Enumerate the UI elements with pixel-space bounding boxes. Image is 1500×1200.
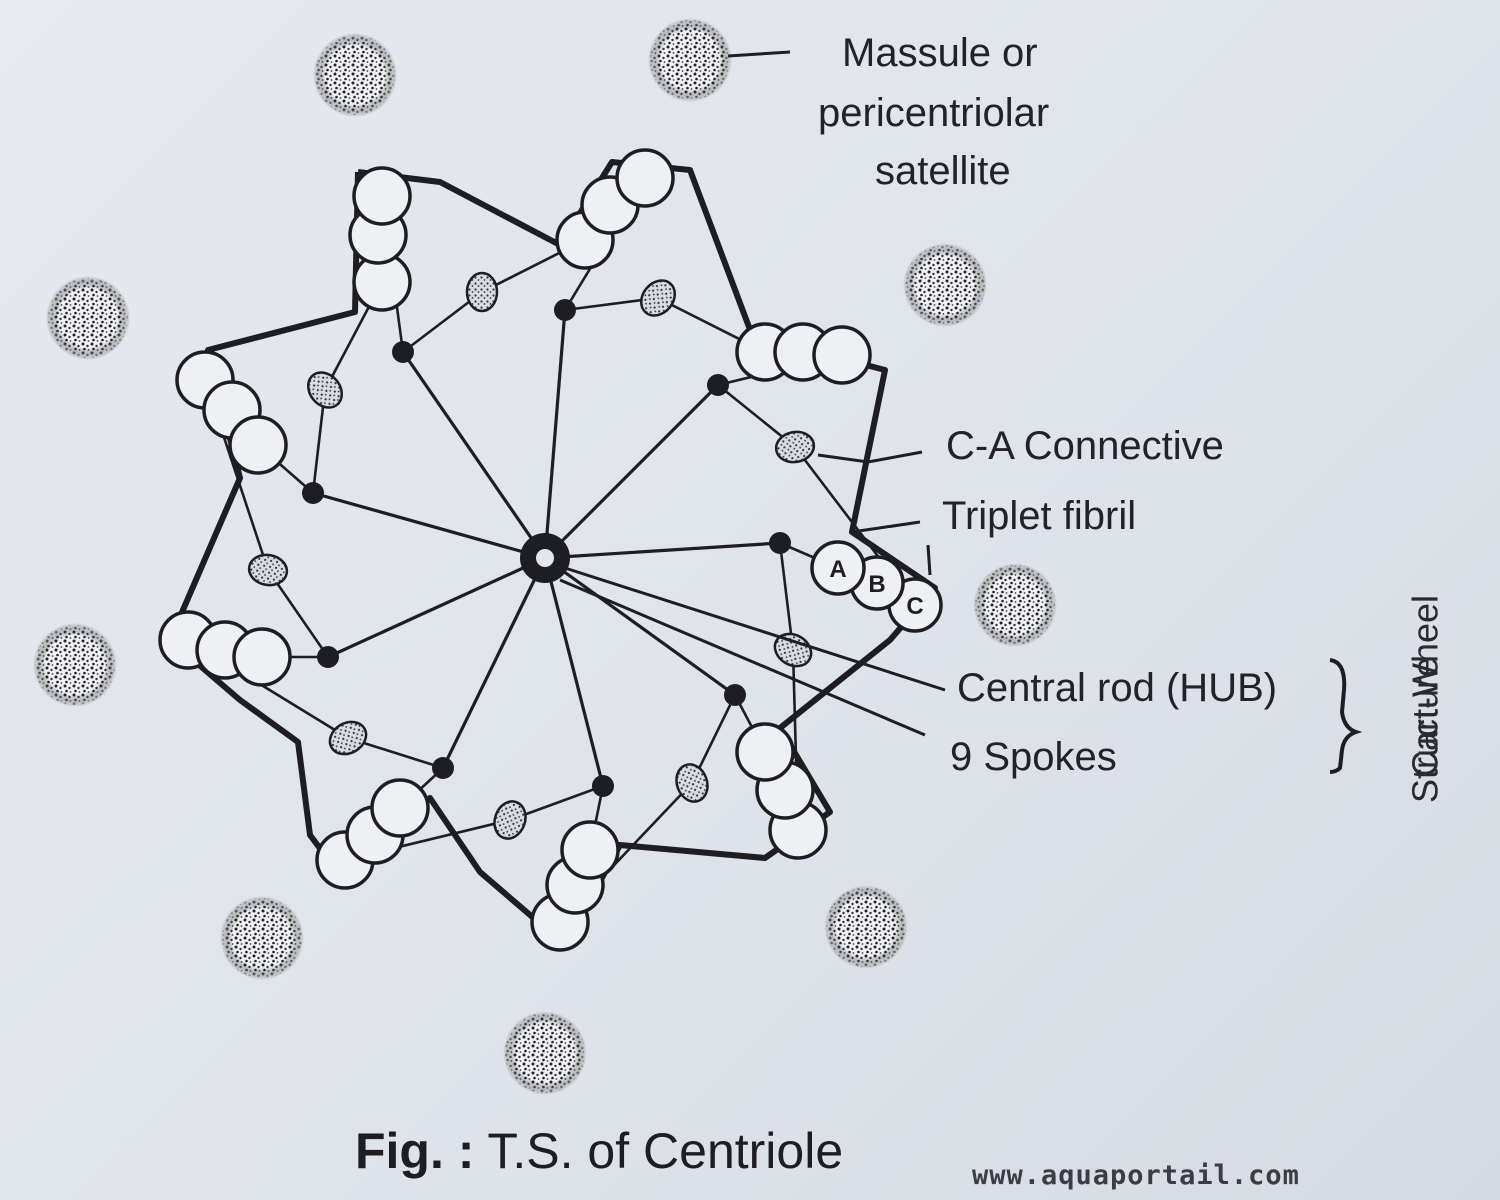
satellite-edge-2: [648, 18, 732, 102]
central-hub-hole: [536, 549, 554, 567]
leader-line-4: [926, 544, 932, 576]
spoke-7: [441, 557, 547, 769]
satellite-edge-3: [903, 243, 987, 327]
massule-label-line1: Massule or: [842, 31, 1038, 75]
triplet-9: [175, 350, 288, 475]
spoke-1: [401, 351, 547, 559]
satellite-edge-8: [824, 885, 908, 969]
triplet-1: [348, 166, 412, 312]
tubule-A: [232, 627, 292, 687]
tubule-A: [370, 778, 430, 838]
spoke-5: [544, 556, 736, 697]
triplet-fibril-label: Triplet fibril: [942, 494, 1137, 538]
massule-label-line3: satellite: [875, 149, 1011, 193]
tubule-A: [812, 325, 872, 385]
ca-line-4: [778, 542, 795, 651]
tubule-A: [735, 722, 795, 782]
triplet-2: [555, 148, 675, 270]
satellite-edge-7: [220, 896, 304, 980]
triplet-6: [530, 820, 620, 952]
ca-connective-8: [247, 553, 289, 587]
tubule-A: [228, 415, 288, 475]
leader-line-6: [559, 578, 926, 737]
triplet-3: [735, 322, 872, 385]
tubule-letter-B: B: [868, 571, 885, 598]
ca-connective-6: [493, 800, 527, 840]
spoke-6: [543, 557, 605, 787]
spoke-4: [544, 541, 781, 560]
tubule-letter-C: C: [906, 593, 923, 620]
leader-line-2: [817, 450, 923, 464]
spoke-2: [543, 309, 567, 559]
massule-label-line2: pericentriolar: [818, 91, 1050, 135]
ca-connective-2: [639, 279, 677, 317]
triplet-7: [315, 778, 430, 890]
tubule-letter-A: A: [829, 556, 846, 583]
caption-text: T.S. of Centriole: [474, 1123, 844, 1179]
cart-wheel-label: Cart-Wheel Structure: [1378, 585, 1470, 820]
satellite-edge-6: [973, 563, 1057, 647]
ca-connective-7: [328, 720, 368, 756]
ca-connective-3: [774, 430, 816, 464]
leader-line-1: [727, 50, 791, 58]
leader-line-5: [564, 566, 946, 692]
ca-connective-4: [773, 632, 813, 668]
spoke-9: [312, 491, 546, 560]
spokes-label: 9 Spokes: [950, 735, 1117, 779]
ca-connective-5: [675, 763, 709, 803]
spoke-8: [327, 556, 546, 659]
satellite-edge-5: [33, 623, 117, 707]
ca-connective-label: C-A Connective: [946, 424, 1224, 468]
tubule-A: [560, 820, 620, 880]
leader-line-3: [851, 520, 921, 534]
triplet-4: ABC: [810, 540, 943, 633]
triplet-5: [735, 722, 828, 860]
figure-caption: Fig. : T.S. of Centriole: [355, 1122, 843, 1180]
cart-wheel-brace: [1329, 658, 1363, 774]
tubule-A: [810, 540, 866, 596]
central-rod-label: Central rod (HUB): [957, 666, 1278, 710]
spoke-3: [543, 383, 720, 560]
caption-prefix: Fig. :: [355, 1123, 475, 1179]
satellite-edge-4: [46, 276, 130, 360]
triplet-8: [158, 610, 292, 687]
watermark: www.aquaportail.com: [972, 1160, 1300, 1191]
satellite-edge-9: [503, 1011, 587, 1095]
ca-connective-1: [465, 271, 499, 313]
tubule-A: [615, 148, 675, 208]
cart-wheel-label-line2: Structure: [1404, 656, 1446, 804]
satellite-edge-1: [313, 33, 397, 117]
ca-connective-9: [306, 371, 344, 409]
tubule-A: [352, 166, 412, 226]
